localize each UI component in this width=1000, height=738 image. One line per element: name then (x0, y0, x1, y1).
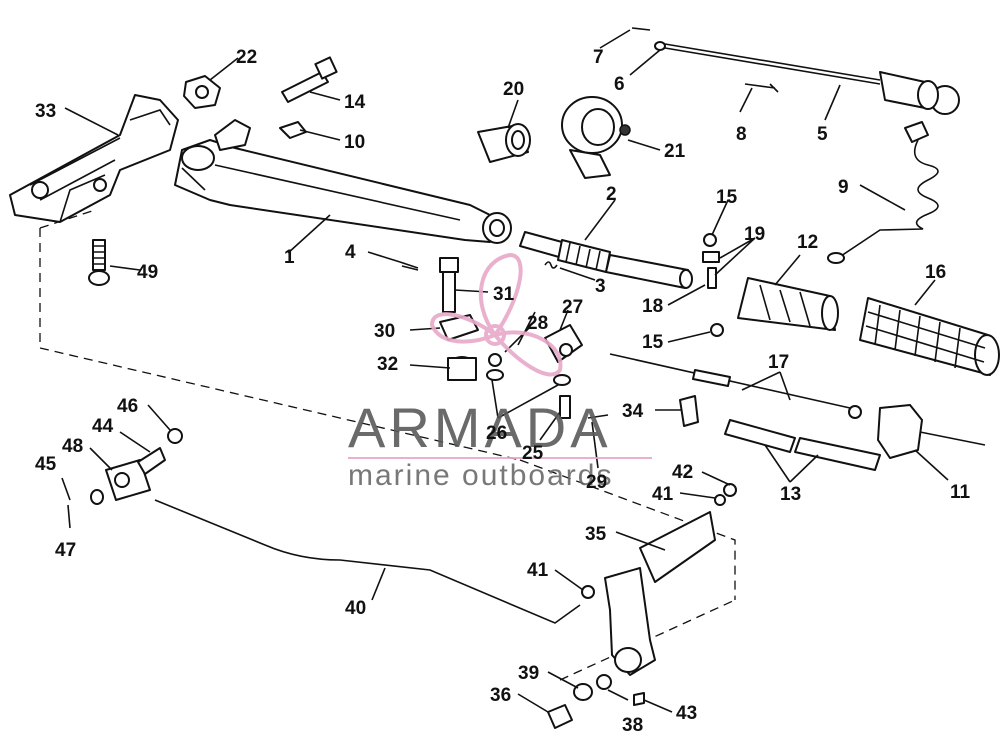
callout-16: 16 (925, 262, 946, 283)
callout-39: 39 (518, 663, 539, 684)
callout-47: 47 (55, 540, 76, 561)
part-40-rod (154, 499, 581, 624)
callout-5: 5 (817, 124, 828, 145)
callout-34: 34 (622, 401, 644, 422)
assembly-outline-dashed (39, 209, 736, 681)
part-4-pin (399, 261, 419, 271)
callout-3: 3 (595, 276, 606, 297)
callout-8: 8 (736, 124, 747, 145)
callout-22: 22 (236, 47, 257, 68)
callout-27: 27 (562, 297, 583, 318)
callout-4: 4 (345, 242, 356, 263)
callout-28: 28 (527, 313, 548, 334)
callout-2: 2 (606, 184, 617, 205)
part-8-screw (744, 83, 779, 93)
callout-13: 13 (780, 484, 801, 505)
watermark: ARMADA marine outboards (348, 252, 652, 492)
callout-29: 29 (586, 472, 607, 493)
part-33-bracket (9, 94, 179, 223)
part-22-nut (183, 75, 221, 109)
callout-15-top: 15 (716, 187, 738, 208)
callout-19: 19 (744, 224, 765, 245)
callout-36: 36 (490, 685, 511, 706)
callout-31: 31 (493, 284, 515, 305)
part-15-19-18-hardware (702, 233, 724, 337)
callout-15-bottom: 15 (642, 332, 664, 353)
callout-21: 21 (664, 141, 686, 162)
part-12-grip-sleeve (737, 277, 839, 331)
callout-9: 9 (838, 177, 849, 198)
callout-40: 40 (345, 598, 366, 619)
callout-41-upper: 41 (652, 484, 674, 505)
callout-33: 33 (35, 101, 56, 122)
part-25-29-link (486, 324, 609, 419)
callout-35: 35 (585, 524, 607, 545)
callout-49: 49 (137, 262, 158, 283)
part-34-clip (679, 395, 699, 427)
callout-10: 10 (344, 132, 365, 153)
callout-7: 7 (593, 47, 604, 68)
callout-45: 45 (35, 454, 57, 475)
part-49-bolt (88, 239, 110, 286)
part-31-30-32-clamp (439, 257, 479, 381)
callout-14: 14 (344, 92, 366, 113)
callout-30: 30 (374, 321, 395, 342)
part-21-housing (561, 96, 631, 179)
callout-41-lower: 41 (527, 560, 549, 581)
callout-12: 12 (797, 232, 818, 253)
part-36-43-hardware (547, 483, 737, 729)
callout-26: 26 (486, 423, 507, 444)
part-9-lanyard (827, 121, 939, 264)
callout-46: 46 (117, 396, 138, 417)
callout-38: 38 (622, 715, 643, 736)
callout-44: 44 (92, 416, 114, 437)
callout-25: 25 (522, 443, 544, 464)
callout-48: 48 (62, 436, 83, 457)
callout-18: 18 (642, 296, 663, 317)
callout-32: 32 (377, 354, 398, 375)
part-1-tiller-arm (174, 119, 512, 244)
callout-1: 1 (284, 247, 295, 268)
part-20-bushing (477, 123, 531, 163)
part-13-tubes (724, 419, 881, 471)
part-44-48-linkage-end (61, 428, 183, 505)
callout-numbers: 1 2 3 4 5 6 7 8 9 10 11 12 13 14 15 15 1… (35, 47, 971, 736)
part-35-lever (604, 511, 716, 676)
callout-20: 20 (503, 79, 524, 100)
callout-42: 42 (672, 462, 693, 483)
part-17-11-cable (609, 353, 986, 459)
watermark-subtitle: marine outboards (348, 459, 613, 492)
part-16-grip (859, 297, 1000, 376)
part-3-spring-pin (544, 261, 558, 269)
part-5-6-7-cable (631, 27, 960, 115)
armada-logo-propeller (429, 252, 563, 377)
part-14-bolt (281, 56, 338, 103)
watermark-title: ARMADA (348, 396, 612, 459)
callout-6: 6 (614, 74, 625, 95)
callout-17: 17 (768, 352, 789, 373)
callout-43: 43 (676, 703, 697, 724)
callout-11: 11 (950, 482, 971, 503)
part-2-shaft (519, 231, 693, 289)
